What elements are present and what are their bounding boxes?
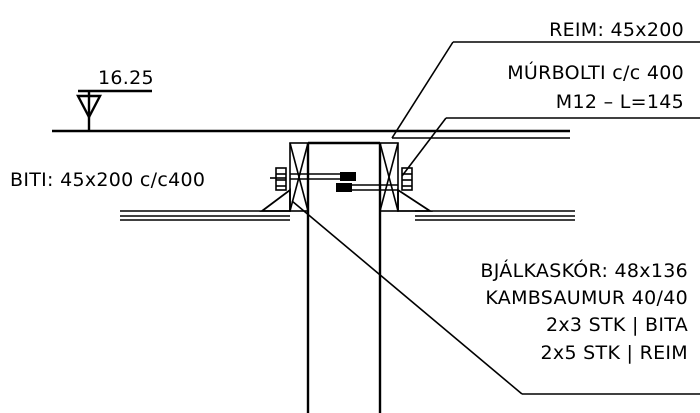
label-biti: BITI: 45x200 c/c400 bbox=[10, 169, 205, 191]
label-2x3-bita: 2x3 STK | BITA bbox=[546, 314, 688, 336]
label-m12: M12 – L=145 bbox=[556, 91, 684, 113]
label-kambsaumur: KAMBSAUMUR 40/40 bbox=[485, 287, 688, 309]
elevation-value: 16.25 bbox=[98, 67, 154, 89]
right-bracket bbox=[397, 188, 434, 212]
right-beam-section bbox=[379, 142, 434, 212]
label-reim: REIM: 45x200 bbox=[549, 19, 684, 41]
label-bjalkaskor: BJÁLKASKÓR: 48x136 bbox=[480, 258, 688, 282]
elevation-marker: 16.25 bbox=[76, 67, 154, 131]
left-bracket bbox=[259, 188, 291, 212]
top-slab-lines bbox=[52, 129, 575, 221]
leader-lines bbox=[270, 41, 700, 395]
label-2x5-reim: 2x5 STK | REIM bbox=[541, 342, 688, 364]
label-murbolti: MÚRBOLTI c/c 400 bbox=[507, 60, 684, 84]
left-beam-section bbox=[259, 142, 309, 212]
bolts bbox=[290, 172, 398, 192]
